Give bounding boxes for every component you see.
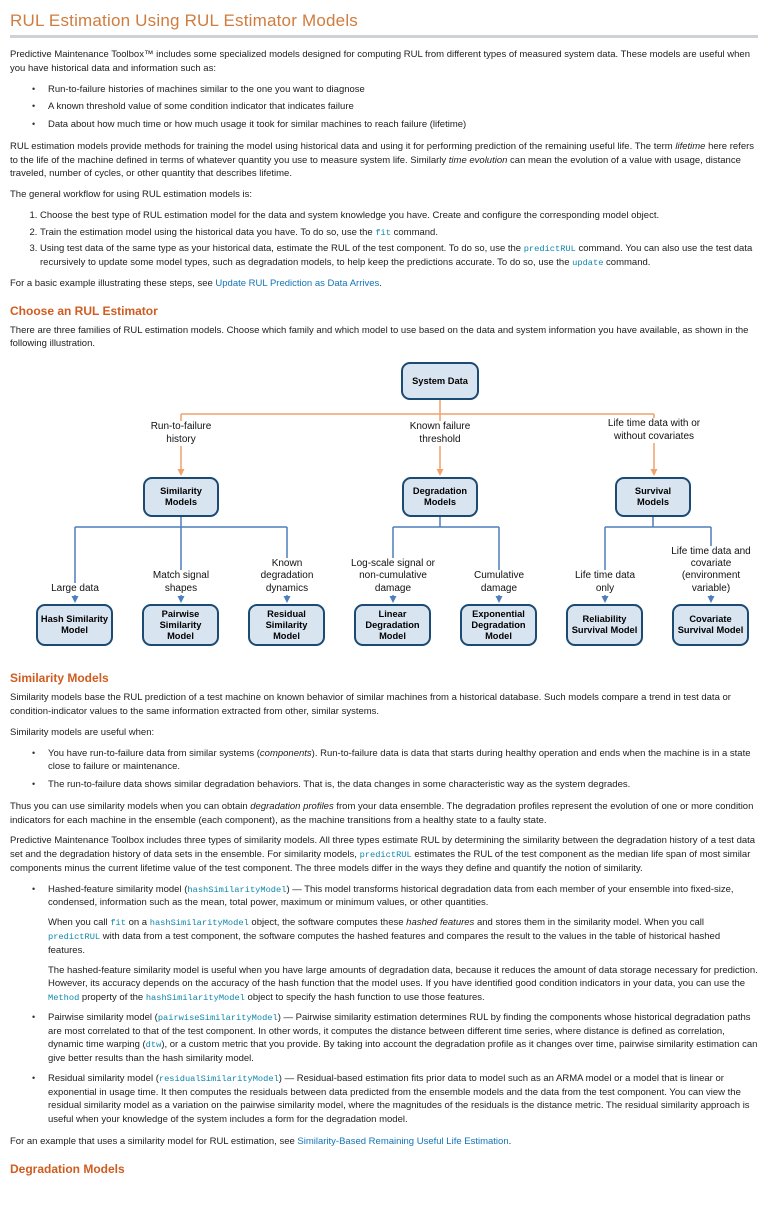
flowchart-node-similarity-models: Similarity Models [143,477,219,518]
similarity-model-types-list: Hashed-feature similarity model (hashSim… [10,883,758,1127]
workflow-step: Using test data of the same type as your… [40,242,758,270]
three-types-paragraph: Predictive Maintenance Toolbox includes … [10,835,756,874]
flowchart-node-residual-similarity-model: Residual Similarity Model [248,604,325,647]
level1-arrowheads [177,469,658,477]
list-item: The run-to-failure data shows similar de… [30,778,758,792]
list-item: Run-to-failure histories of machines sim… [30,83,758,97]
inline-code: hashSimilarityModel [145,993,245,1004]
basic-example-paragraph: For a basic example illustrating these s… [10,277,382,289]
workflow-intro-paragraph: The general workflow for using RUL estim… [10,189,252,201]
paragraph: Residual similarity model (residualSimil… [48,1072,750,1126]
inline-code: update [572,258,604,269]
flowchart-edge-label-known-degradation-dynamics: Known degradation dynamics [251,558,323,596]
list-item-hashed-feature-model: Hashed-feature similarity model (hashSim… [30,883,758,1005]
doc-link[interactable]: Update RUL Prediction as Data Arrives [215,277,380,289]
flowchart-node-covariate-survival-model: Covariate Survival Model [672,604,749,647]
list-item: Data about how much time or how much usa… [30,118,758,132]
inline-code: hashSimilarityModel [149,918,249,929]
inline-code: predictRUL [359,850,412,861]
inline-code: predictRUL [523,244,576,255]
level2-arrowheads [71,596,715,604]
paragraph: When you call fit on a hashSimilarityMod… [48,917,721,956]
flowchart-node-linear-degradation-model: Linear Degradation Model [354,604,431,647]
emphasis-text: lifetime [675,140,706,152]
degradation-profiles-paragraph: Thus you can use similarity models when … [10,800,754,826]
similarity-useful-when-paragraph: Similarity models are useful when: [10,726,155,738]
flowchart-node-hash-similarity-model: Hash Similarity Model [36,604,113,647]
flowchart-node-exponential-degradation-model: Exponential Degradation Model [460,604,537,647]
inline-code: Method [48,993,80,1004]
inline-code: pairwiseSimilarityModel [157,1012,278,1023]
flowchart-edge-label-large-data: Large data [39,582,111,596]
flowchart-edge-label-log-scale-signal: Log-scale signal or non-cumulative damag… [344,558,442,596]
flowchart-edge-label-lifetime-data-and-covariate: Life time data and covariate (environmen… [666,545,756,596]
inline-code: dtw [145,1040,162,1051]
flowchart-connector-lines [71,400,715,604]
inline-code: predictRUL [48,931,101,942]
doc-link[interactable]: Similarity-Based Remaining Useful Life E… [297,1135,509,1147]
list-item-pairwise-model: Pairwise similarity model (pairwiseSimil… [30,1011,758,1066]
inline-code: residualSimilarityModel [158,1073,279,1084]
title-divider [10,35,758,38]
flowchart-edge-label-run-to-failure-history: Run-to-failure history [137,421,225,447]
paragraph: Pairwise similarity model (pairwiseSimil… [48,1011,758,1065]
list-item: A known threshold value of some conditio… [30,100,758,114]
intro-bullet-list: Run-to-failure histories of machines sim… [10,83,758,132]
section-heading-degradation-models: Degradation Models [10,1161,125,1176]
flowchart-edge-label-cumulative-damage: Cumulative damage [462,570,536,596]
emphasis-text: degradation profiles [250,800,334,812]
similarity-intro-paragraph: Similarity models base the RUL predictio… [10,692,731,718]
flowchart-edge-label-lifetime-data-covariates: Life time data with or without covariate… [605,418,703,444]
emphasis-text: components [259,747,312,759]
flowchart-node-reliability-survival-model: Reliability Survival Model [566,604,643,647]
similarity-bullet-list: You have run-to-failure data from simila… [10,747,758,792]
flowchart-node-survival-models: Survival Models [615,477,691,518]
inline-code: fit [375,227,391,238]
emphasis-text: hashed features [406,917,475,929]
workflow-step: Choose the best type of RUL estimation m… [40,209,758,223]
flowchart-node-degradation-models: Degradation Models [402,477,478,518]
choose-estimator-paragraph: There are three families of RUL estimati… [10,324,749,350]
workflow-step: Train the estimation model using the his… [40,226,758,240]
list-item-residual-model: Residual similarity model (residualSimil… [30,1072,758,1127]
rul-estimator-flowchart: System Data Run-to-failure history Known… [10,358,768,658]
flowchart-edge-label-lifetime-data-only: Life time data only [565,570,645,596]
intro-paragraph: Predictive Maintenance Toolbox™ includes… [10,49,750,74]
emphasis-text: time evolution [448,154,508,166]
list-item: You have run-to-failure data from simila… [30,747,758,775]
flowchart-node-pairwise-similarity-model: Pairwise Similarity Model [142,604,219,647]
paragraph: The hashed-feature similarity model is u… [48,964,758,1004]
section-heading-similarity-models: Similarity Models [10,671,109,686]
page-title: RUL Estimation Using RUL Estimator Model… [10,11,358,30]
inline-code: fit [110,918,126,929]
inline-code: hashSimilarityModel [187,884,287,895]
workflow-steps-list: Choose the best type of RUL estimation m… [10,209,758,270]
flowchart-edge-label-match-signal-shapes: Match signal shapes [140,570,222,596]
paragraph: Hashed-feature similarity model (hashSim… [48,883,734,909]
lifetime-definition-paragraph: RUL estimation models provide methods fo… [10,140,755,180]
flowchart-node-system-data: System Data [401,362,479,401]
similarity-example-paragraph: For an example that uses a similarity mo… [10,1135,512,1147]
section-heading-choose-estimator: Choose an RUL Estimator [10,303,158,318]
flowchart-edge-label-known-failure-threshold: Known failure threshold [394,421,486,447]
